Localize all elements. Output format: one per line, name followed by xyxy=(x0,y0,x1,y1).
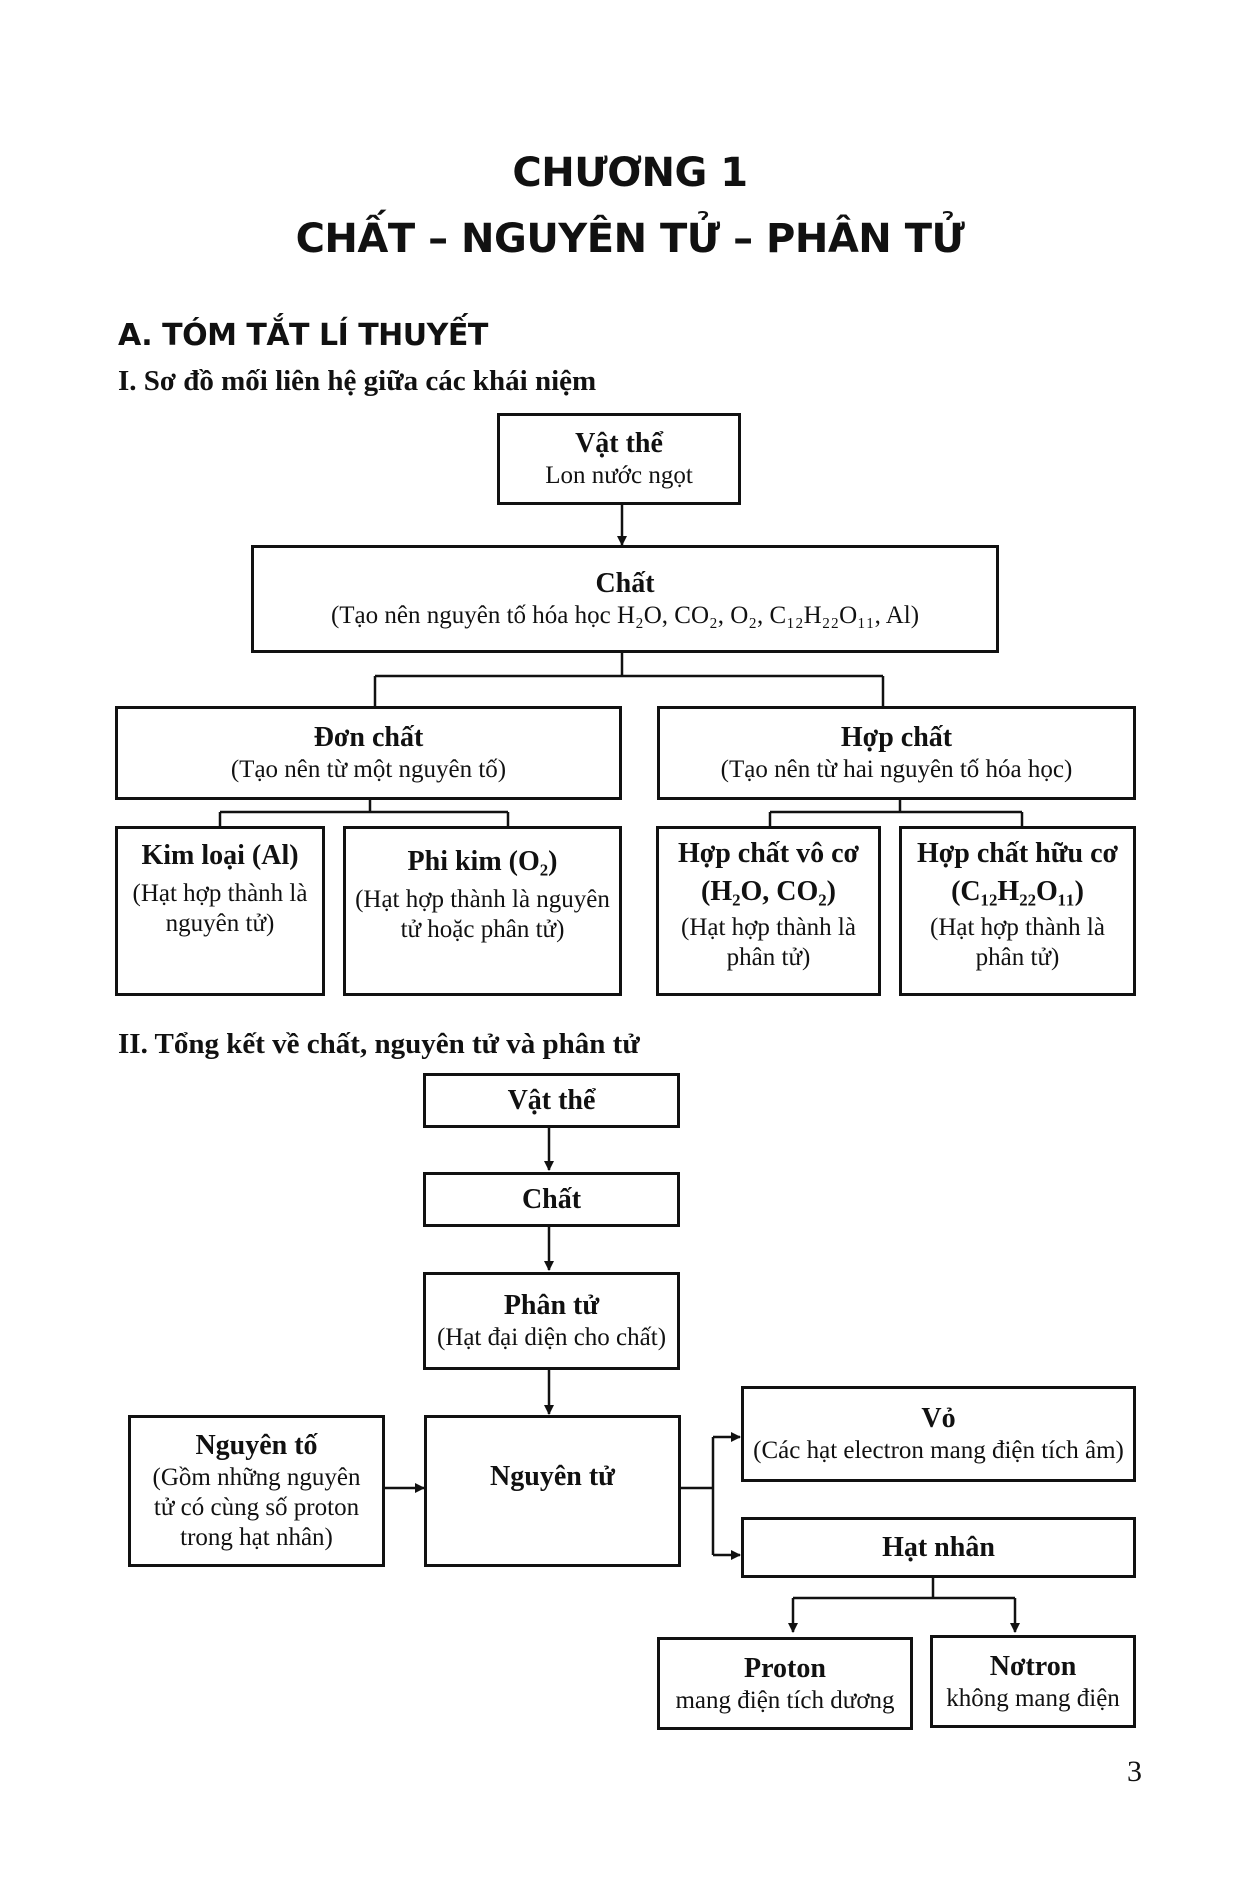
box-vo-co-title: Hợp chất vô cơ xyxy=(677,838,860,869)
box2-nguyen-tu-title: Nguyên tử xyxy=(490,1461,615,1492)
box2-proton-title: Proton xyxy=(744,1652,826,1684)
box2-nguyen-to-text: (Gồm những nguyên tử có cùng số proton t… xyxy=(152,1464,361,1551)
box2-nguyen-tu: Nguyên tử xyxy=(424,1415,681,1567)
box-huu-co: Hợp chất hữu cơ (C₁₂H₂₂O₁₁) (Hạt hợp thà… xyxy=(899,826,1136,996)
box-phi-kim-text: (Hạt hợp thành là nguyên tử hoặc phân tử… xyxy=(355,886,610,943)
page-number: 3 xyxy=(1127,1755,1142,1788)
box-hop-chat-title: Hợp chất xyxy=(840,722,953,753)
box-kim-loai-text: (Hạt hợp thành là nguyên tử) xyxy=(132,880,308,937)
section-ii-heading: II. Tổng kết về chất, nguyên tử và phân … xyxy=(118,1028,640,1060)
box2-chat-title: Chất xyxy=(521,1183,582,1215)
box-chat-title: Chất xyxy=(595,568,655,599)
box-vo-co-formula: (H₂O, CO₂) xyxy=(701,876,836,907)
box-don-chat-title: Đơn chất xyxy=(313,722,424,753)
box2-vo-title: Vỏ xyxy=(921,1403,956,1434)
box-kim-loai: Kim loại (Al) (Hạt hợp thành là nguyên t… xyxy=(115,826,325,996)
box2-vat-the-title: Vật thể xyxy=(507,1084,596,1116)
box2-vo: Vỏ (Các hạt electron mang điện tích âm) xyxy=(741,1386,1136,1482)
box-hop-chat-text: (Tạo nên từ hai nguyên tố hóa học) xyxy=(720,756,1073,783)
box2-notron-text: không mang điện xyxy=(946,1684,1120,1712)
box-huu-co-title: Hợp chất hữu cơ xyxy=(916,838,1119,869)
box2-chat: Chất xyxy=(423,1172,680,1227)
box2-nguyen-to-title: Nguyên tố xyxy=(195,1430,318,1461)
box-vat-the-text: Lon nước ngọt xyxy=(545,462,693,489)
box-vat-the-title: Vật thể xyxy=(575,428,663,459)
box2-vo-text: (Các hạt electron mang điện tích âm) xyxy=(753,1437,1124,1464)
box-hop-chat: Hợp chất (Tạo nên từ hai nguyên tố hóa h… xyxy=(657,706,1136,800)
chapter-label: CHƯƠNG 1 xyxy=(512,150,748,196)
box-vo-co: Hợp chất vô cơ (H₂O, CO₂) (Hạt hợp thành… xyxy=(656,826,881,996)
box2-phan-tu: Phân tử (Hạt đại diện cho chất) xyxy=(423,1272,680,1370)
box2-notron-title: Nơtron xyxy=(989,1650,1077,1682)
box2-proton-text: mang điện tích dương xyxy=(675,1686,895,1714)
box-chat: Chất (Tạo nên nguyên tố hóa học H₂O, CO₂… xyxy=(251,545,999,653)
box-don-chat-text: (Tạo nên từ một nguyên tố) xyxy=(230,756,507,783)
box2-phan-tu-text: (Hạt đại diện cho chất) xyxy=(436,1324,667,1351)
box2-hat-nhan: Hạt nhân xyxy=(741,1517,1136,1578)
box-huu-co-text: (Hạt hợp thành là phân tử) xyxy=(930,914,1105,971)
box-don-chat: Đơn chất (Tạo nên từ một nguyên tố) xyxy=(115,706,622,800)
chapter-title: CHẤT – NGUYÊN TỬ – PHÂN TỬ xyxy=(295,216,965,262)
box2-vat-the: Vật thể xyxy=(423,1073,680,1128)
section-i-heading: I. Sơ đồ mối liên hệ giữa các khái niệm xyxy=(118,365,597,397)
box-chat-text: (Tạo nên nguyên tố hóa học H₂O, CO₂, O₂,… xyxy=(330,602,920,629)
box-vat-the: Vật thể Lon nước ngọt xyxy=(497,413,741,505)
box-huu-co-formula: (C₁₂H₂₂O₁₁) xyxy=(951,876,1084,907)
box2-notron: Nơtron không mang điện xyxy=(930,1635,1136,1728)
box2-phan-tu-title: Phân tử xyxy=(503,1290,600,1321)
box-phi-kim: Phi kim (O₂) (Hạt hợp thành là nguyên tử… xyxy=(343,826,622,996)
box-vo-co-text: (Hạt hợp thành là phân tử) xyxy=(681,914,856,971)
box2-proton: Proton mang điện tích dương xyxy=(657,1637,913,1730)
section-a-heading: A. TÓM TẮT LÍ THUYẾT xyxy=(118,318,488,353)
box-phi-kim-title: Phi kim (O₂) xyxy=(407,846,558,877)
box-kim-loai-title: Kim loại (Al) xyxy=(141,840,299,871)
box2-nguyen-to: Nguyên tố (Gồm những nguyên tử có cùng s… xyxy=(128,1415,385,1567)
box2-hat-nhan-title: Hạt nhân xyxy=(882,1531,995,1563)
